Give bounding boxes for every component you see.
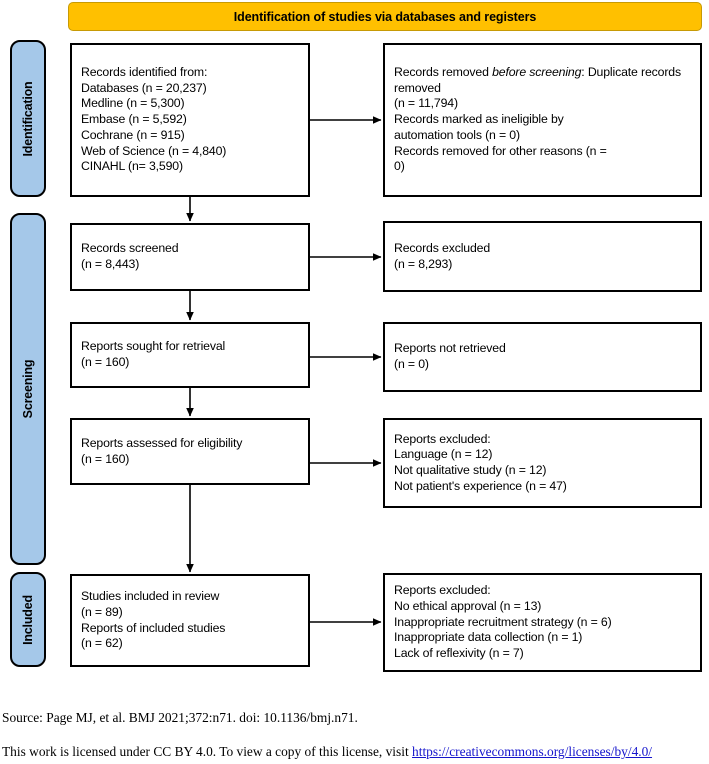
stage-pill-screening-label: Screening — [21, 359, 35, 419]
box-records-identified-text: Records identified from: Databases (n = … — [81, 64, 227, 174]
box-reports-excluded-quality: Reports excluded: No ethical approval (n… — [383, 573, 702, 672]
box-records-identified: Records identified from: Databases (n = … — [70, 43, 310, 197]
stage-pill-included-label: Included — [21, 594, 35, 645]
box-records-removed-heading-italic: before screening — [492, 64, 582, 79]
footer-license-text: This work is licensed under CC BY 4.0. T… — [2, 744, 413, 759]
box-records-removed-text: Records removed before screening: Duplic… — [394, 65, 691, 175]
diagram-banner-title: Identification of studies via databases … — [68, 2, 702, 31]
box-records-excluded: Records excluded (n = 8,293) — [383, 221, 702, 292]
box-records-removed-heading-prefix: Records removed — [394, 64, 493, 79]
box-reports-excluded-eligibility: Reports excluded: Language (n = 12) Not … — [383, 418, 702, 508]
box-reports-sought-text: Reports sought for retrieval (n = 160) — [81, 339, 226, 369]
box-studies-included-text: Studies included in review (n = 89) Repo… — [81, 589, 226, 651]
box-reports-excluded-eligibility-text: Reports excluded: Language (n = 12) Not … — [394, 431, 567, 493]
box-reports-assessed-text: Reports assessed for eligibility (n = 16… — [81, 435, 243, 466]
stage-pill-screening: Screening — [10, 213, 46, 565]
box-records-excluded-text: Records excluded (n = 8,293) — [394, 240, 491, 271]
box-studies-included: Studies included in review (n = 89) Repo… — [70, 574, 310, 667]
footer-license-link[interactable]: https://creativecommons.org/licenses/by/… — [412, 744, 653, 759]
box-reports-not-retrieved: Reports not retrieved (n = 0) — [383, 322, 702, 392]
box-reports-not-retrieved-text: Reports not retrieved (n = 0) — [394, 341, 506, 371]
stage-pill-included: Included — [10, 572, 46, 667]
box-records-removed: Records removed before screening: Duplic… — [383, 43, 702, 197]
box-records-screened-text: Records screened (n = 8,443) — [81, 241, 179, 271]
banner-label: Identification of studies via databases … — [233, 9, 537, 24]
box-records-screened: Records screened (n = 8,443) — [70, 223, 310, 291]
box-records-removed-heading-suffix: : — [581, 64, 585, 79]
box-reports-sought: Reports sought for retrieval (n = 160) — [70, 322, 310, 388]
box-reports-excluded-quality-text: Reports excluded: No ethical approval (n… — [394, 583, 612, 661]
footer-source-text: Source: Page MJ, et al. BMJ 2021;372:n71… — [2, 710, 358, 725]
box-reports-assessed: Reports assessed for eligibility (n = 16… — [70, 418, 310, 485]
stage-pill-identification-label: Identification — [21, 81, 35, 156]
stage-pill-identification: Identification — [10, 40, 46, 197]
box-records-removed-body: Duplicate records removed (n = 11,794) R… — [394, 64, 681, 174]
footer-license: This work is licensed under CC BY 4.0. T… — [2, 744, 652, 760]
footer-source-citation: Source: Page MJ, et al. BMJ 2021;372:n71… — [2, 710, 358, 726]
